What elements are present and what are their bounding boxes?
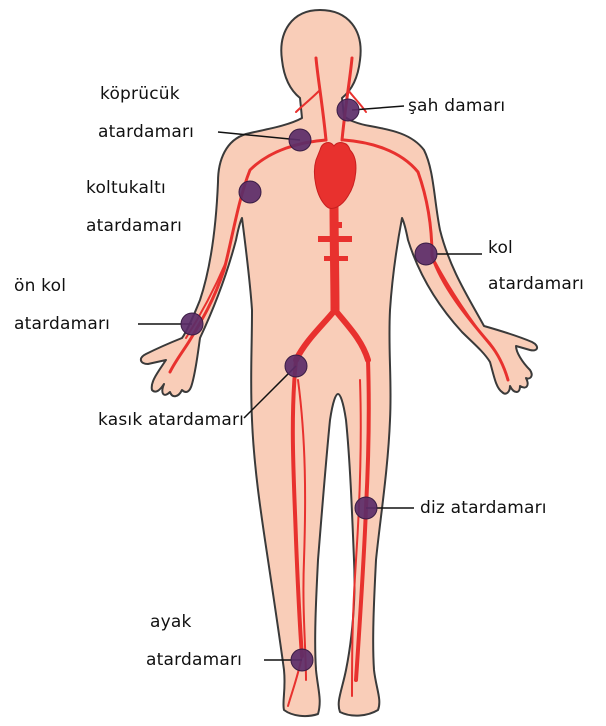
pulse-point-popliteal[interactable]	[355, 497, 377, 519]
label-brachial-line2: atardamarı	[488, 276, 584, 293]
pulse-point-radial[interactable]	[181, 313, 203, 335]
label-dorsalis-pedis-line2: atardamarı	[146, 652, 242, 669]
pulse-point-brachial[interactable]	[415, 243, 437, 265]
pulse-point-axillary[interactable]	[239, 181, 261, 203]
label-radial-line1: ön kol	[14, 278, 66, 295]
pulse-point-subclavian[interactable]	[289, 129, 311, 151]
artery-branch	[324, 256, 348, 261]
label-dorsalis-pedis-line1: ayak	[150, 614, 192, 631]
label-femoral: kasık atardamarı	[98, 412, 244, 429]
pulse-point-dorsalis-pedis[interactable]	[291, 649, 313, 671]
label-axillary-line1: koltukaltı	[86, 180, 166, 197]
label-subclavian-line2: atardamarı	[98, 124, 194, 141]
label-subclavian-line1: köprücük	[100, 86, 180, 103]
label-brachial-line1: kol	[488, 240, 513, 257]
pulse-point-carotid[interactable]	[337, 99, 359, 121]
label-radial-line2: atardamarı	[14, 316, 110, 333]
label-popliteal: diz atardamarı	[420, 500, 547, 517]
pulse-point-femoral[interactable]	[285, 355, 307, 377]
label-carotid: şah damarı	[408, 98, 505, 115]
label-axillary-line2: atardamarı	[86, 218, 182, 235]
artery-branch	[330, 222, 342, 228]
artery-branch	[318, 236, 352, 242]
